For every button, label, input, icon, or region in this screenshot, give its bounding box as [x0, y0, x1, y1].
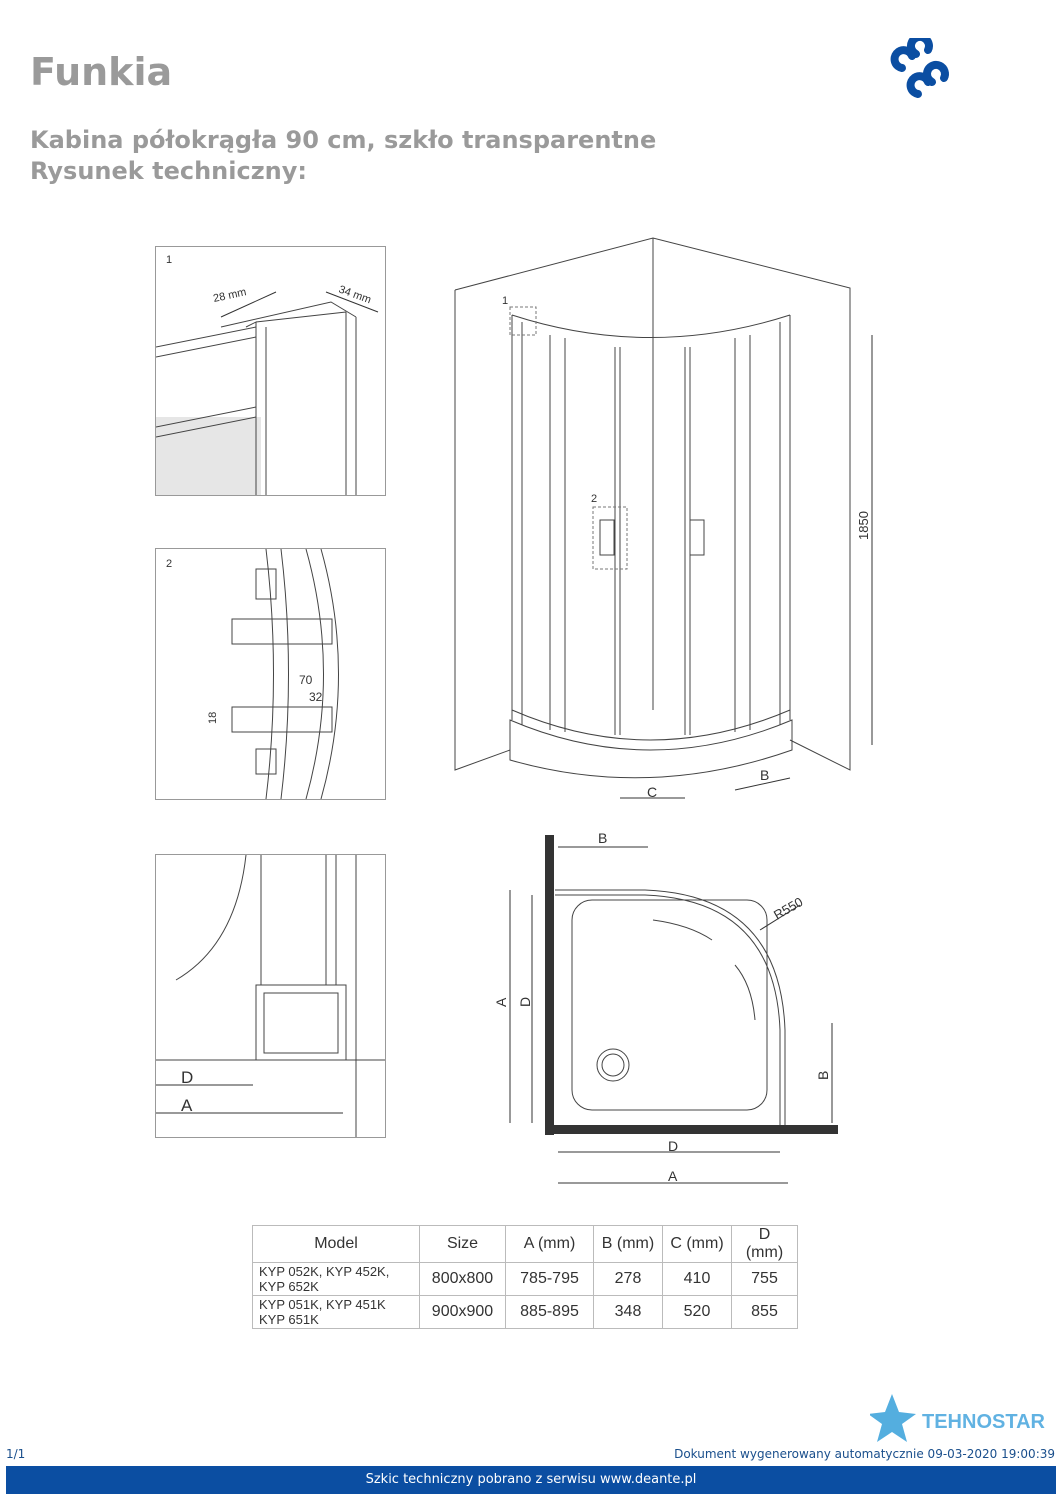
subtitle: Kabina półokrągła 90 cm, szkło transpare… — [30, 125, 656, 187]
dimensions-table: Model Size A (mm) B (mm) C (mm) D (mm) K… — [252, 1225, 798, 1329]
dimension-label: D — [668, 1138, 678, 1154]
detail-number: 2 — [166, 558, 172, 570]
dimension-label: A — [181, 1096, 193, 1115]
column-header: A (mm) — [505, 1225, 594, 1263]
dimension-label: 18 — [207, 712, 219, 724]
size-cell: 800x800 — [419, 1262, 506, 1296]
callout-label: 2 — [591, 493, 597, 505]
model-line: KYP 052K, KYP 452K, — [259, 1264, 390, 1279]
footer-bar: Szkic techniczny pobrano z serwisu www.d… — [6, 1466, 1056, 1494]
dimension-label: A — [493, 997, 509, 1007]
detail-panel-1: 1 28 mm 34 mm — [155, 246, 386, 496]
column-header: D (mm) — [731, 1225, 798, 1263]
d-cell: 755 — [731, 1262, 798, 1296]
column-header: Model — [252, 1225, 420, 1263]
column-header: Size — [419, 1225, 506, 1263]
product-name: Kabina półokrągła 90 cm, szkło transpare… — [30, 126, 657, 154]
dimension-label: 1850 — [856, 511, 871, 540]
watermark-text: TEHNOSTAR — [922, 1411, 1046, 1433]
dimension-label: 70 — [299, 673, 313, 687]
generated-timestamp: Dokument wygenerowany automatycznie 09-0… — [674, 1447, 1055, 1461]
table-header-row: Model Size A (mm) B (mm) C (mm) D (mm) — [252, 1225, 798, 1263]
a-cell: 785-795 — [505, 1262, 594, 1296]
model-line: KYP 651K — [259, 1312, 319, 1327]
section-label: Rysunek techniczny: — [30, 157, 307, 185]
page-title: Funkia — [30, 50, 173, 94]
b-cell: 348 — [593, 1295, 663, 1329]
brand-logo — [890, 38, 949, 98]
column-header: C (mm) — [662, 1225, 732, 1263]
detail-panel-2: 2 70 32 18 — [155, 548, 386, 800]
model-line: KYP 652K — [259, 1279, 319, 1294]
dimension-label: C — [647, 784, 657, 800]
table-row: KYP 052K, KYP 452K,KYP 652K 800x800 785-… — [252, 1262, 798, 1296]
model-cell: KYP 052K, KYP 452K,KYP 652K — [252, 1262, 420, 1296]
cabin-plan-drawing: B R550 A D B D A — [493, 830, 838, 1184]
cabin-3d-drawing: 1 2 1850 C B — [454, 237, 873, 800]
dimension-label: A — [668, 1168, 678, 1184]
detail-number: 1 — [166, 254, 172, 266]
dimension-label: D — [517, 997, 533, 1007]
dimension-label: B — [598, 830, 607, 846]
dimension-label: 28 mm — [212, 286, 247, 305]
b-cell: 278 — [593, 1262, 663, 1296]
dimension-label: D — [181, 1068, 193, 1087]
dimension-label: B — [815, 1071, 831, 1080]
callout-label: 1 — [502, 295, 508, 307]
detail-panel-3: D A — [155, 854, 386, 1138]
model-line: KYP 051K, KYP 451K — [259, 1297, 386, 1312]
size-cell: 900x900 — [419, 1295, 506, 1329]
page-number: 1/1 — [6, 1447, 26, 1461]
d-cell: 855 — [731, 1295, 798, 1329]
watermark-logo: TEHNOSTAR — [870, 1394, 1046, 1442]
dimension-label: 32 — [309, 690, 323, 704]
c-cell: 410 — [662, 1262, 732, 1296]
column-header: B (mm) — [593, 1225, 663, 1263]
dimension-label: B — [760, 767, 769, 783]
a-cell: 885-895 — [505, 1295, 594, 1329]
c-cell: 520 — [662, 1295, 732, 1329]
dimension-label: R550 — [771, 894, 805, 923]
